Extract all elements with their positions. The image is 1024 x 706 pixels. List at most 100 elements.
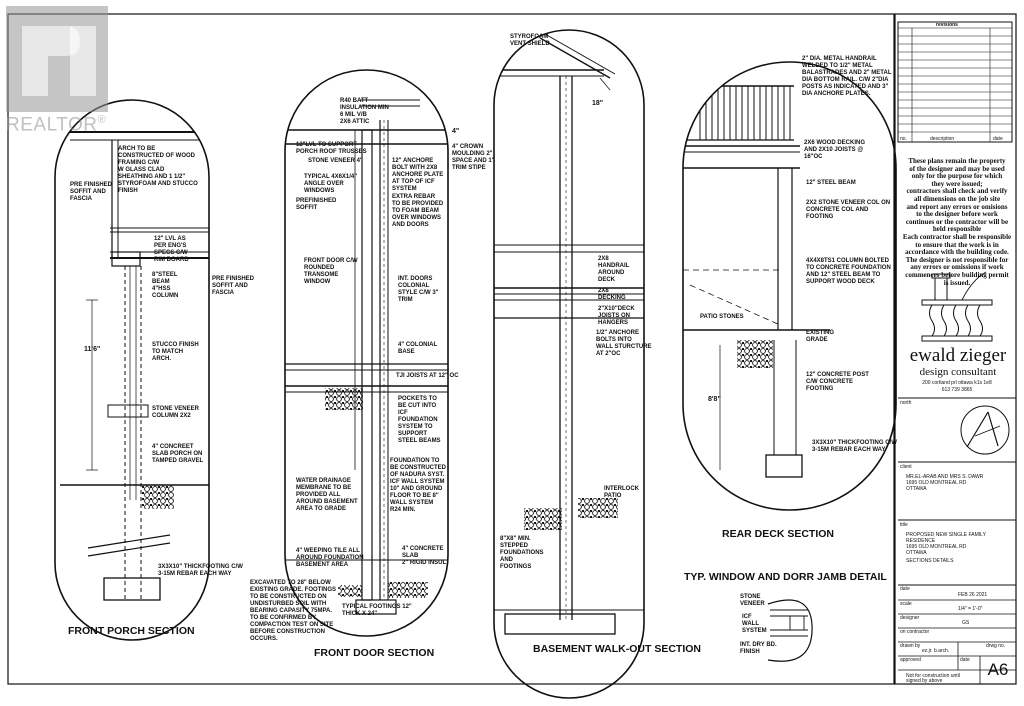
- drawing-no-label: drwg no.: [986, 643, 1006, 649]
- date-label: date: [900, 586, 910, 592]
- rev-col-date: date: [993, 136, 1003, 142]
- sheet-number: A6: [987, 660, 1009, 679]
- scale-value: 1/4" = 1'-0": [958, 606, 983, 612]
- contractor-label: on contractor: [900, 629, 930, 635]
- rev-col-no: no.: [900, 136, 907, 142]
- company-name: ewald zieger: [909, 345, 1007, 366]
- registered-mark: ®: [97, 114, 107, 126]
- jamb-drybd-note: INT. DRY BD.FINISH: [740, 642, 777, 655]
- realtor-watermark: REALTOR®: [6, 114, 106, 136]
- door-footing-note: TYPICAL FOOTINGS 12"THICK X 24": [342, 604, 412, 617]
- porch-height-dim: 11'6": [84, 346, 101, 353]
- company-phone: 613 739 3865: [941, 387, 973, 393]
- client-address: 1695 OLD MONTREAL RD: [906, 480, 967, 486]
- deck-patio-note: PATIO STONES: [700, 314, 744, 320]
- project-title: PROPOSED NEW SINGLE FAMILY: [906, 532, 986, 538]
- realtor-logo: [6, 6, 108, 112]
- project-address: 1695 OLD MONTREAL RD: [906, 544, 967, 550]
- client-label: client: [900, 464, 912, 470]
- title-block-border: [894, 13, 1017, 685]
- scale-label: scale: [900, 601, 912, 607]
- revisions-header: revisions: [936, 22, 958, 28]
- realtor-brand: REALTOR: [6, 114, 98, 136]
- project-title-2: RESIDENCE: [906, 538, 936, 544]
- drawn-label: drawn by: [900, 643, 921, 649]
- front-porch-title: FRONT PORCH SECTION: [68, 625, 195, 637]
- approved-date-label: date: [960, 657, 970, 663]
- title-label: title: [900, 522, 908, 528]
- rear-deck-detail: [682, 61, 897, 511]
- front-door-title: FRONT DOOR SECTION: [314, 647, 435, 659]
- front-porch-detail: [54, 99, 210, 641]
- deck-height-dim: 8'8": [708, 396, 721, 403]
- walkout-overhang-dim: 18": [592, 100, 604, 107]
- company-subtitle: design consultant: [919, 366, 997, 378]
- client-city: OTTAWA: [906, 486, 927, 492]
- basement-walkout-detail: [493, 29, 645, 699]
- rev-col-description: description: [930, 136, 955, 142]
- not-for-construction-1: Not for construction until: [906, 673, 960, 679]
- jamb-detail-drawing: [767, 599, 813, 662]
- balustrade-logo: [921, 271, 993, 342]
- approved-label: approved: [900, 657, 921, 663]
- not-for-construction-2: signed by above: [906, 678, 943, 684]
- basement-walkout-title: BASEMENT WALK-OUT SECTION: [533, 643, 701, 655]
- north-arrow-icon: [978, 416, 992, 430]
- rear-deck-title: REAR DECK SECTION: [722, 528, 835, 540]
- drawn-value: ez.jr. b.arch.: [922, 648, 950, 654]
- door-veneer-note: STONE VENEER 4": [308, 158, 363, 164]
- door-crown-dim: 4": [452, 128, 460, 135]
- north-label: north: [900, 400, 912, 406]
- deck-beam-note: 12" STEEL BEAM: [806, 180, 856, 186]
- date-value: FEB 26 2021: [958, 592, 988, 598]
- company-address: 200 cortland prl ottawa k1s 1e8: [922, 380, 992, 386]
- door-joist-note: TJI JOISTS AT 12" OC: [396, 373, 459, 379]
- client-name: MR.EL-ARAB AND MRS S. DAWR: [906, 474, 984, 480]
- designer-label: designer: [900, 615, 920, 621]
- designer-value: GS: [962, 620, 970, 626]
- sheet-border: [7, 13, 895, 685]
- project-city: OTTAWA: [906, 550, 927, 556]
- front-door-detail: [284, 69, 449, 637]
- jamb-detail-title: TYP. WINDOW AND DORR JAMB DETAIL: [684, 571, 887, 583]
